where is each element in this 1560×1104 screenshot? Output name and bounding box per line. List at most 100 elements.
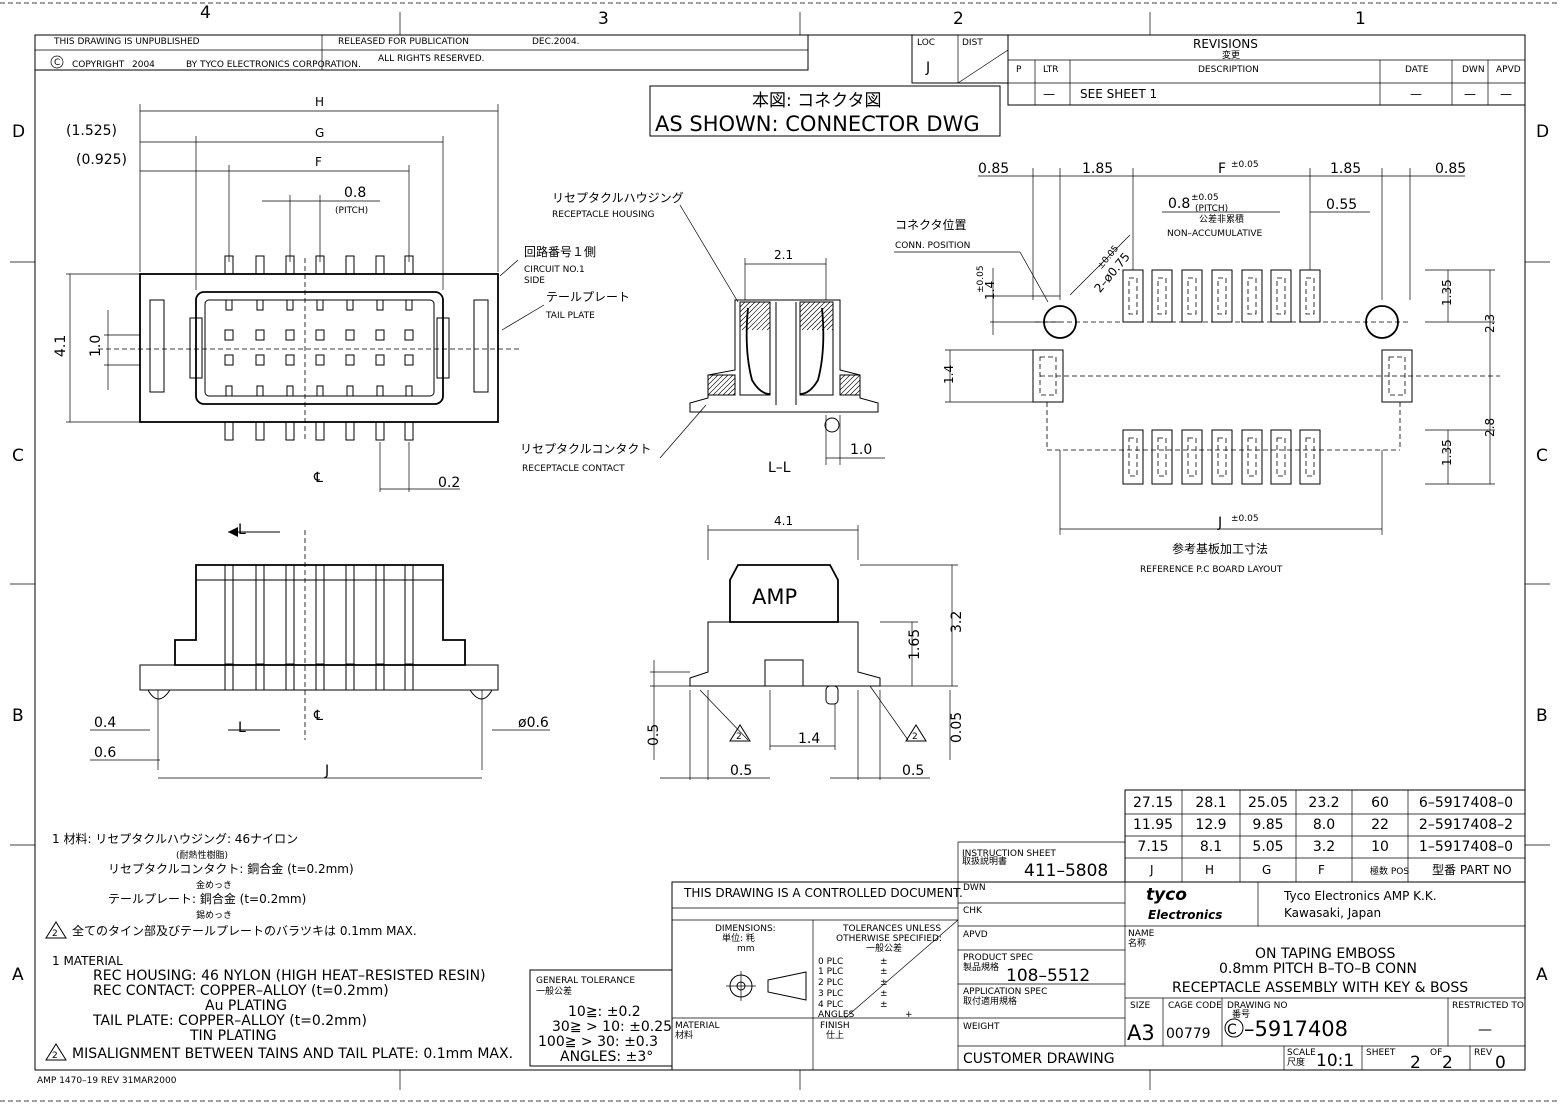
bottom-pin-tail [375, 421, 385, 441]
note-flag-en: 2 [52, 1051, 58, 1061]
contact-slot-bottom [225, 385, 233, 397]
pcb-pad-top-inner [1305, 277, 1315, 315]
bottom-pin-tail [224, 421, 234, 441]
dim-05-vert: 0.5 [646, 724, 662, 746]
rev-col-date: DATE [1405, 65, 1429, 75]
tyco-logo-sub: Electronics [1148, 908, 1222, 922]
contact-row-a [375, 329, 385, 341]
finish-jp: 仕上 [826, 1029, 844, 1041]
pcb-pad-bottom-inner [1157, 437, 1167, 477]
amp-marking: AMP [752, 585, 797, 609]
restricted-value: — [1478, 1022, 1492, 1038]
cage-code-label: CAGE CODE [1168, 1001, 1222, 1011]
pm-1: ± [880, 967, 888, 977]
plc-3: 3 PLC [818, 989, 843, 999]
pcb-pad-bottom [1211, 429, 1233, 485]
pcb-pad-bottom [1151, 429, 1173, 485]
part-table-cell: 2–5917408–2 [1419, 817, 1513, 833]
hatch-line [739, 301, 761, 323]
contact-row-a [224, 329, 234, 341]
gen-tol-title-jp: 一般公差 [536, 985, 572, 997]
form-number: AMP 1470–19 REV 31MAR2000 [37, 1076, 177, 1086]
housing-label-jp: リセプタクルハウジング [552, 191, 684, 205]
note-jp-4: 金めっき [196, 879, 232, 891]
zone-4: 4 [200, 3, 211, 23]
bottom-pin-tail [255, 421, 265, 441]
front-view: L 0.4 0.6 ø0.6 J L ℄ [90, 522, 550, 779]
apvd-label: APVD [963, 930, 988, 940]
controlled-document: THIS DRAWING IS A CONTROLLED DOCUMENT. [683, 886, 963, 900]
pcb-dim-185a: 1.85 [1082, 161, 1113, 177]
zone-1: 1 [1355, 9, 1366, 29]
note-jp-5: テールプレート: 銅合金 (t=0.2mm) [108, 891, 306, 906]
dim-1525: (1.525) [66, 123, 117, 139]
company-location: Kawasaki, Japan [1284, 906, 1381, 920]
part-table-cell: 11.95 [1133, 817, 1173, 833]
pcb-pad-bottom-inner [1187, 437, 1197, 477]
contact-row-b [285, 354, 295, 366]
note-flag-jp: 2 [52, 929, 58, 939]
contact-slot-top [346, 299, 354, 311]
front-pin-tail [375, 663, 385, 691]
dim-165: 1.65 [907, 629, 923, 660]
scale-label: SCALE [1287, 1048, 1316, 1058]
pcb-pad-bottom [1270, 429, 1292, 485]
dim-side-14: 1.4 [798, 731, 820, 747]
dim-section-10: 1.0 [850, 442, 872, 458]
pcb-title-jp: 参考基板加工寸法 [1172, 541, 1268, 556]
hatch-line [799, 301, 821, 323]
hatch-line [806, 303, 834, 331]
top-pin-tail [375, 255, 385, 275]
pcb-dim-f-tol: ±0.05 [1231, 160, 1259, 170]
centerline-front: ℄ [313, 708, 323, 724]
zone-a-left: A [12, 965, 24, 985]
banner-jp: 本図: コネクタ図 [752, 91, 881, 111]
pcb-dim-j: J [1217, 515, 1222, 531]
revisions-title: REVISIONS [1193, 37, 1258, 51]
part-table-cell: 25.05 [1248, 795, 1288, 811]
of-label: OF [1430, 1048, 1442, 1058]
general-tolerance-box: GENERAL TOLERANCE 一般公差 10≧: ±0.2 30≧ > 1… [529, 969, 673, 1067]
hatch-line [712, 374, 734, 396]
pcb-v135b: 1.35 [1440, 439, 1454, 466]
rev-col-dwn: DWN [1462, 65, 1485, 75]
contact-slot-bottom [286, 385, 294, 397]
part-table-cell: 60 [1371, 795, 1389, 811]
pcb-dim-j-tol: ±0.05 [1231, 514, 1259, 524]
hatch-line [707, 374, 714, 381]
zone-c-left: C [12, 446, 24, 466]
contact-row-b [255, 354, 265, 366]
hatch-line [727, 387, 736, 396]
section-mark-bottom: L [238, 720, 246, 736]
gen-tol-row-2: 30≧ > 10: ±0.25 [552, 1019, 672, 1035]
contact-row-a [255, 329, 265, 341]
note-flag-right: 2 [912, 732, 918, 742]
top-pin-tail [285, 255, 295, 275]
name-jp: 名称 [1128, 937, 1146, 949]
pcb-dim-085a: 0.85 [978, 161, 1009, 177]
hatch-line [826, 323, 834, 331]
part-col-part-no: 型番 PART NO [1432, 863, 1512, 877]
drawing-number: –5917408 [1244, 1017, 1348, 1041]
hatch-line [849, 384, 861, 396]
dimensions-unit: mm [737, 944, 755, 954]
header-block: THIS DRAWING IS UNPUBLISHED C COPYRIGHT … [34, 34, 809, 71]
pcb-pad-bottom [1241, 429, 1263, 485]
cage-code-value: 00779 [1166, 1026, 1211, 1042]
pcb-pad-bottom-inner [1276, 437, 1286, 477]
part-table-cell: 27.15 [1133, 795, 1173, 811]
dim-10: 1.0 [88, 335, 104, 357]
zone-a-right: A [1536, 965, 1548, 985]
pcb-pad-bottom [1122, 429, 1144, 485]
drawing-no-label: DRAWING NO [1227, 1001, 1287, 1011]
scale-value: 10:1 [1316, 1051, 1354, 1071]
pcb-pad-bottom-inner [1128, 437, 1138, 477]
bottom-pin-tail [404, 421, 414, 441]
part-col-j: J [1149, 863, 1154, 877]
hatch-line [854, 389, 861, 396]
contact-slot-bottom [376, 385, 384, 397]
pm-4: ± [880, 1000, 888, 1010]
plc-4: 4 PLC [818, 1000, 843, 1010]
top-pin-tail [255, 255, 265, 275]
